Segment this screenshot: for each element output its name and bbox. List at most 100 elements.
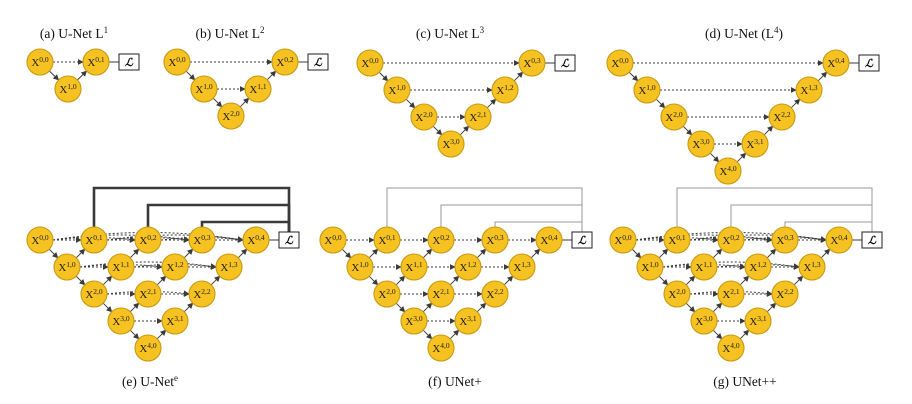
node-circle xyxy=(481,226,509,254)
node-g-x4-0: X4,0 xyxy=(717,334,745,362)
edge-e-skip-0-1-4 xyxy=(106,234,244,243)
deep-supervision-g-x0-2 xyxy=(730,204,873,232)
node-label: X1,3 xyxy=(220,260,238,274)
edge-c-up-1-2 xyxy=(486,98,497,109)
node-b-x1-0: X1,0 xyxy=(190,75,218,103)
node-circle xyxy=(271,48,299,76)
edge-f-down-1 xyxy=(368,275,379,286)
node-circle xyxy=(690,253,718,281)
node-label: X0,4 xyxy=(830,233,848,247)
node-label: X0,0 xyxy=(361,56,379,70)
node-circle xyxy=(663,280,691,308)
node-label: X1,2 xyxy=(459,260,477,274)
node-circle xyxy=(771,226,799,254)
node-circle xyxy=(714,157,742,185)
deep-supervision-g-x0-3 xyxy=(784,221,873,232)
edge-g-up-1-2 xyxy=(739,275,750,286)
edge-g-up-0-4 xyxy=(820,248,831,259)
node-label: X3,1 xyxy=(749,314,767,328)
node-circle xyxy=(437,130,465,158)
node-label: X2,2 xyxy=(776,287,794,301)
node-label: X1,2 xyxy=(749,260,767,274)
edge-f-up-2-1 xyxy=(422,302,433,313)
node-g-x0-1: X0,1 xyxy=(663,226,691,254)
node-c-x2-1: X2,1 xyxy=(464,103,492,131)
edge-f-down-2 xyxy=(395,302,406,313)
node-label: X0,3 xyxy=(486,233,504,247)
node-d-x2-2: X2,2 xyxy=(768,103,796,131)
node-g-x3-0: X3,0 xyxy=(690,307,718,335)
node-label: X0,3 xyxy=(776,233,794,247)
node-label: X3,1 xyxy=(166,314,184,328)
node-circle xyxy=(373,280,401,308)
node-label: X1,1 xyxy=(112,260,130,274)
node-label: X0,1 xyxy=(87,55,105,69)
deep-supervision-f-x0-3 xyxy=(494,221,583,232)
edge-c-down-1 xyxy=(405,98,416,109)
node-circle xyxy=(744,307,772,335)
edge-f-down-3 xyxy=(422,329,433,340)
node-g-x2-2: X2,2 xyxy=(771,280,799,308)
edge-d-down-0 xyxy=(628,71,639,82)
panel-d-title: (d) U-Net (L4) xyxy=(705,25,783,41)
node-label: X1,0 xyxy=(59,82,77,96)
node-circle xyxy=(508,253,536,281)
loss-box-e: ℒ xyxy=(278,231,300,249)
node-e-x0-1: X0,1 xyxy=(80,226,108,254)
node-label: X3,0 xyxy=(442,137,460,151)
node-circle xyxy=(134,334,162,362)
node-f-x0-3: X0,3 xyxy=(481,226,509,254)
node-label: X1,0 xyxy=(641,260,659,274)
panel-e-caption: (e) U-Nete xyxy=(122,373,178,389)
edge-e-up-1-2 xyxy=(156,275,167,286)
node-d-x4-0: X4,0 xyxy=(714,157,742,185)
node-label: X2,0 xyxy=(668,287,686,301)
loss-box-frame xyxy=(554,54,576,72)
loss-box-frame xyxy=(118,53,140,71)
loss-box-d: ℒ xyxy=(858,54,880,72)
edge-e-up-0-3 xyxy=(183,248,194,259)
node-label: X0,1 xyxy=(668,233,686,247)
edge-e-up-0-4 xyxy=(237,248,248,259)
edge-e-skip-1-0-3 xyxy=(79,261,217,270)
node-circle xyxy=(464,103,492,131)
loss-box-c: ℒ xyxy=(554,54,576,72)
node-b-x0-2: X0,2 xyxy=(271,48,299,76)
loss-symbol: ℒ xyxy=(561,58,570,70)
node-circle xyxy=(319,226,347,254)
node-label: X0,2 xyxy=(722,233,740,247)
edge-b-up-1-1 xyxy=(239,97,250,108)
node-circle xyxy=(26,48,54,76)
node-circle xyxy=(54,75,82,103)
edge-b-up-0-2 xyxy=(266,70,277,81)
node-circle xyxy=(244,75,272,103)
edge-f-up-2-2 xyxy=(476,302,487,313)
node-label: X0,4 xyxy=(540,233,558,247)
node-d-x3-1: X3,1 xyxy=(741,130,769,158)
edge-e-up-1-3 xyxy=(210,275,221,286)
node-label: X0,2 xyxy=(432,233,450,247)
node-circle xyxy=(636,253,664,281)
node-e-x1-3: X1,3 xyxy=(215,253,243,281)
node-e-x1-0: X1,0 xyxy=(53,253,81,281)
node-label: X1,0 xyxy=(388,83,406,97)
node-circle xyxy=(188,226,216,254)
node-circle xyxy=(660,103,688,131)
node-label: X3,0 xyxy=(112,314,130,328)
deep-supervision-e-x0-1 xyxy=(92,186,291,232)
node-f-x3-1: X3,1 xyxy=(454,307,482,335)
node-circle xyxy=(190,75,218,103)
edge-e-up-2-1 xyxy=(129,302,140,313)
node-c-x2-0: X2,0 xyxy=(410,103,438,131)
node-circle xyxy=(491,76,519,104)
node-e-x1-1: X1,1 xyxy=(107,253,135,281)
edge-d-down-3 xyxy=(709,152,720,163)
node-circle xyxy=(663,226,691,254)
node-e-x1-2: X1,2 xyxy=(161,253,189,281)
node-f-x3-0: X3,0 xyxy=(400,307,428,335)
node-f-x1-3: X1,3 xyxy=(508,253,536,281)
edge-f-up-1-1 xyxy=(395,275,406,286)
node-label: X3,1 xyxy=(459,314,477,328)
node-label: X0,1 xyxy=(378,233,396,247)
